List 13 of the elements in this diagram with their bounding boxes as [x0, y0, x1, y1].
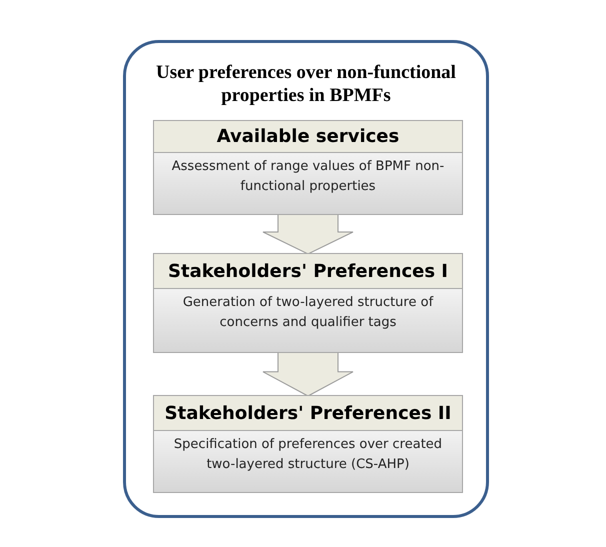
panel-title: User preferences over non-functional properties in BPMFs — [155, 61, 457, 107]
process-box — [153, 253, 463, 353]
box-description: Assessment of range values of BPMF non-functional properties — [154, 153, 462, 214]
box-heading: Stakeholders' Preferences I — [154, 254, 462, 289]
box-description: Generation of two-layered structure of concerns and qualifier tags — [154, 289, 462, 352]
block-arrow — [262, 352, 354, 397]
box-heading: Available services — [154, 121, 462, 153]
rounded-panel — [123, 40, 489, 518]
box-heading: Stakeholders' Preferences II — [154, 396, 462, 431]
process-box — [153, 395, 463, 493]
box-description: Specification of preferences over created two-layered structure (CS-AHP) — [154, 431, 462, 492]
block-arrow — [262, 214, 354, 255]
process-box — [153, 120, 463, 215]
